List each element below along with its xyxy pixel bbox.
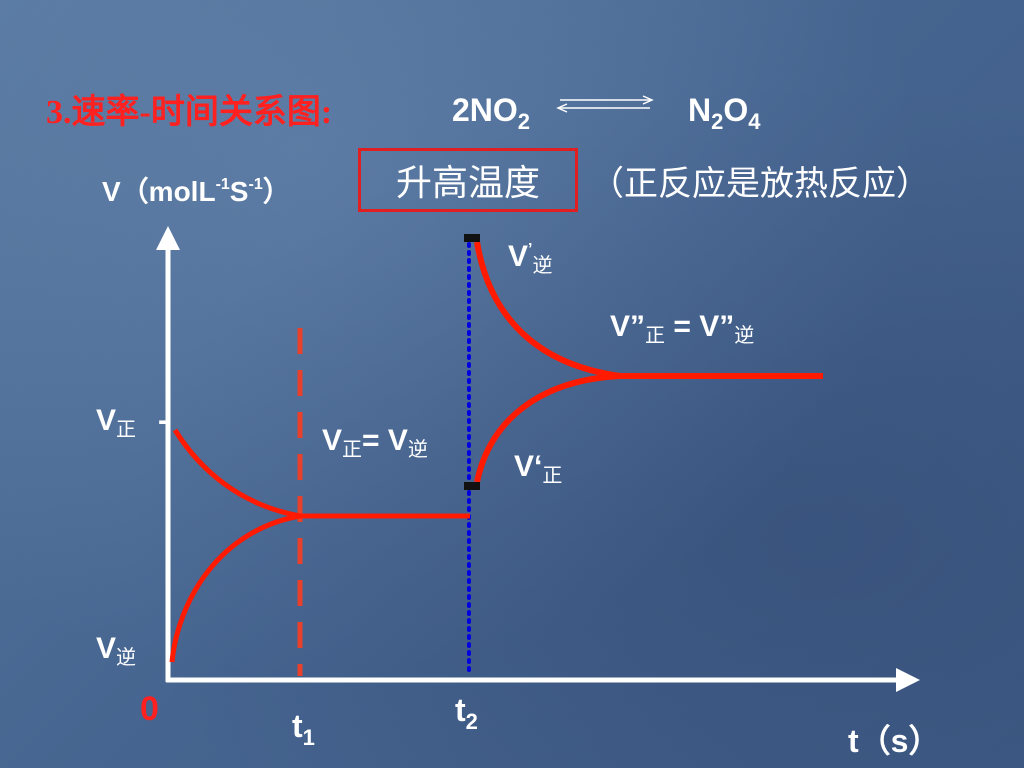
slide-title: 3.速率-时间关系图: <box>46 94 333 131</box>
equilibrium-arrows-icon <box>556 95 654 113</box>
v-prime-forward-label: V‘正 <box>514 450 563 487</box>
v-forward-curve-stage1 <box>172 428 301 519</box>
t2-top-marker <box>464 234 480 242</box>
v-prime-forward-curve <box>474 373 621 483</box>
product-formula: N2O4 <box>688 92 761 134</box>
x-axis-label: t（s） <box>848 723 941 759</box>
y-axis-label: V（molL-1S-1） <box>102 176 291 207</box>
equilibrium1-label: V正= V逆 <box>322 424 428 461</box>
origin-label: 0 <box>140 690 159 728</box>
x-axis-arrow-icon <box>896 668 920 692</box>
t1-label: t1 <box>292 708 315 750</box>
y-axis-arrow-icon <box>156 226 180 250</box>
v-prime-reverse-label: V’逆 <box>508 240 553 277</box>
reactant-formula: 2NO2 <box>452 92 531 134</box>
v-reverse-curve-stage1 <box>169 513 301 663</box>
v-prime-reverse-curve <box>474 241 621 379</box>
v-forward-label: V正- <box>96 404 169 441</box>
equilibrium2-label: V”正 = V”逆 <box>610 310 755 347</box>
condition-note: （正反应是放热反应） <box>590 164 930 204</box>
t2-label: t2 <box>455 692 478 734</box>
t2-bottom-marker <box>464 482 480 490</box>
axes <box>156 226 920 692</box>
condition-box: 升高温度 <box>358 148 578 212</box>
v-reverse-label: V逆 <box>96 632 137 669</box>
